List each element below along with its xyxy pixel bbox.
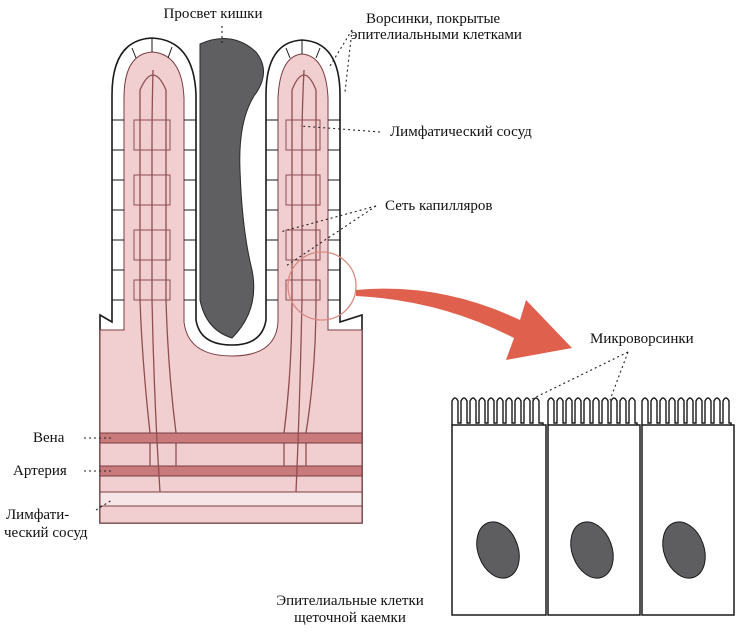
epithelial-cell-ticks	[112, 38, 340, 301]
villi-block	[99, 37, 363, 524]
label-microvilli: Микроворсинки	[590, 331, 694, 347]
leader-villi-2	[344, 29, 353, 93]
leader-capillary-1	[279, 205, 377, 233]
epithelial-cell-2	[547, 397, 641, 616]
label-lymph-vessel: Лимфатический сосуд	[390, 124, 532, 140]
epithelial-cell-1	[451, 397, 547, 616]
leader-lymph	[95, 499, 113, 511]
label-capillary-network: Сеть капилляров	[385, 198, 493, 214]
zoom-arrow	[356, 288, 572, 360]
villus-vessels	[139, 69, 317, 493]
capillary-network	[133, 119, 321, 301]
leader-capillary-2	[285, 205, 377, 267]
gut-lumen	[199, 38, 264, 339]
leader-microvilli-2	[609, 351, 629, 401]
brush-border-cells	[451, 397, 735, 616]
magnifier-circle	[287, 251, 357, 321]
label-villi-line1: Ворсинки, покрытые	[366, 11, 501, 27]
leader-microvilli-1	[529, 351, 629, 401]
label-villi-line2: эпителиальными клетками	[351, 27, 522, 43]
label-vein: Вена	[33, 430, 65, 446]
leader-villi-1	[329, 29, 353, 67]
epithelial-cell-3	[641, 397, 735, 616]
label-gut-lumen: Просвет кишки	[163, 6, 263, 22]
label-epithelial-line1: Эпителиальные клетки	[276, 593, 424, 609]
leader-lymph-vessel	[299, 125, 381, 133]
label-lymph-line1: Лимфати-	[6, 507, 70, 523]
label-lymph-line2: ческий сосуд	[4, 525, 88, 541]
label-artery: Артерия	[13, 463, 67, 479]
leader-lines	[84, 26, 629, 511]
label-epithelial-line2: щеточной каемки	[294, 610, 406, 626]
